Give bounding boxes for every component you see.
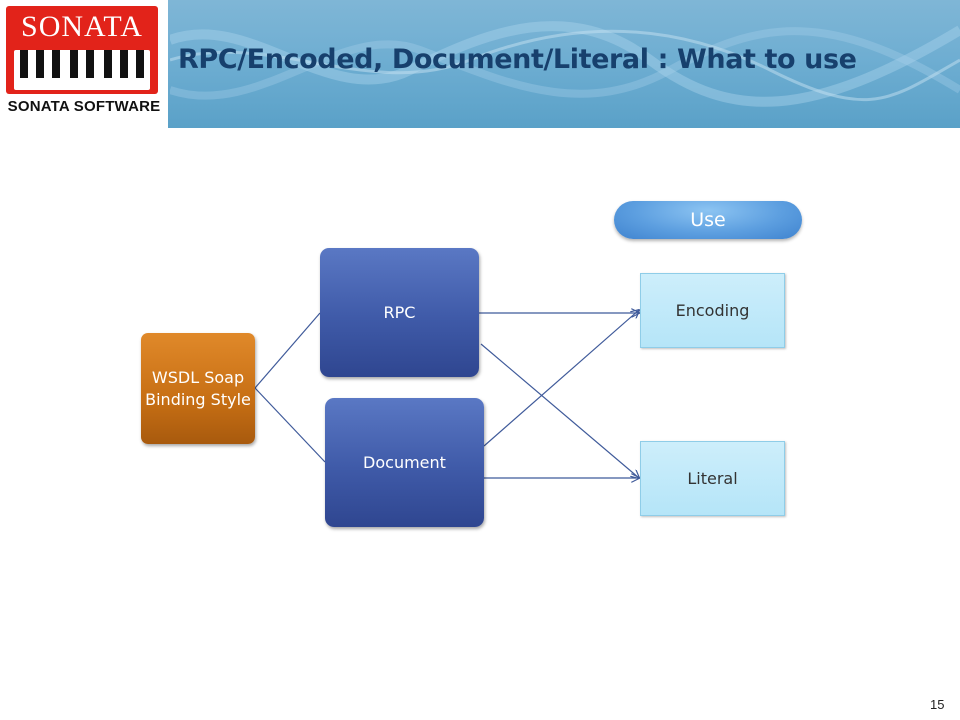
page-number: 15 — [930, 697, 945, 712]
sonata-logo: SONATA SONATA SOFTWARE — [0, 0, 168, 128]
use-label-pill: Use — [614, 201, 802, 239]
arrow-rpc-to-literal — [480, 343, 639, 478]
dna-helix-background — [170, 21, 960, 107]
header-banner: SONATA SONATA SOFTWARE RPC/Encoded, Docu… — [0, 0, 960, 128]
use-node-literal: Literal — [640, 441, 785, 516]
style-node-rpc: RPC — [320, 248, 479, 377]
root-node-wsdl-binding-style: WSDL Soap Binding Style — [141, 333, 255, 444]
connector-root-to-rpc — [254, 312, 321, 389]
connector-root-to-document — [254, 387, 326, 463]
use-node-encoding: Encoding — [640, 273, 785, 348]
logo-red-panel: SONATA — [6, 6, 158, 94]
style-node-document: Document — [325, 398, 484, 527]
page-title: RPC/Encoded, Document/Literal : What to … — [178, 44, 857, 75]
piano-keys-icon — [14, 50, 150, 90]
logo-subtitle: SONATA SOFTWARE — [7, 98, 161, 115]
logo-wordmark: SONATA — [21, 10, 143, 43]
arrow-document-to-encoding — [483, 310, 639, 447]
